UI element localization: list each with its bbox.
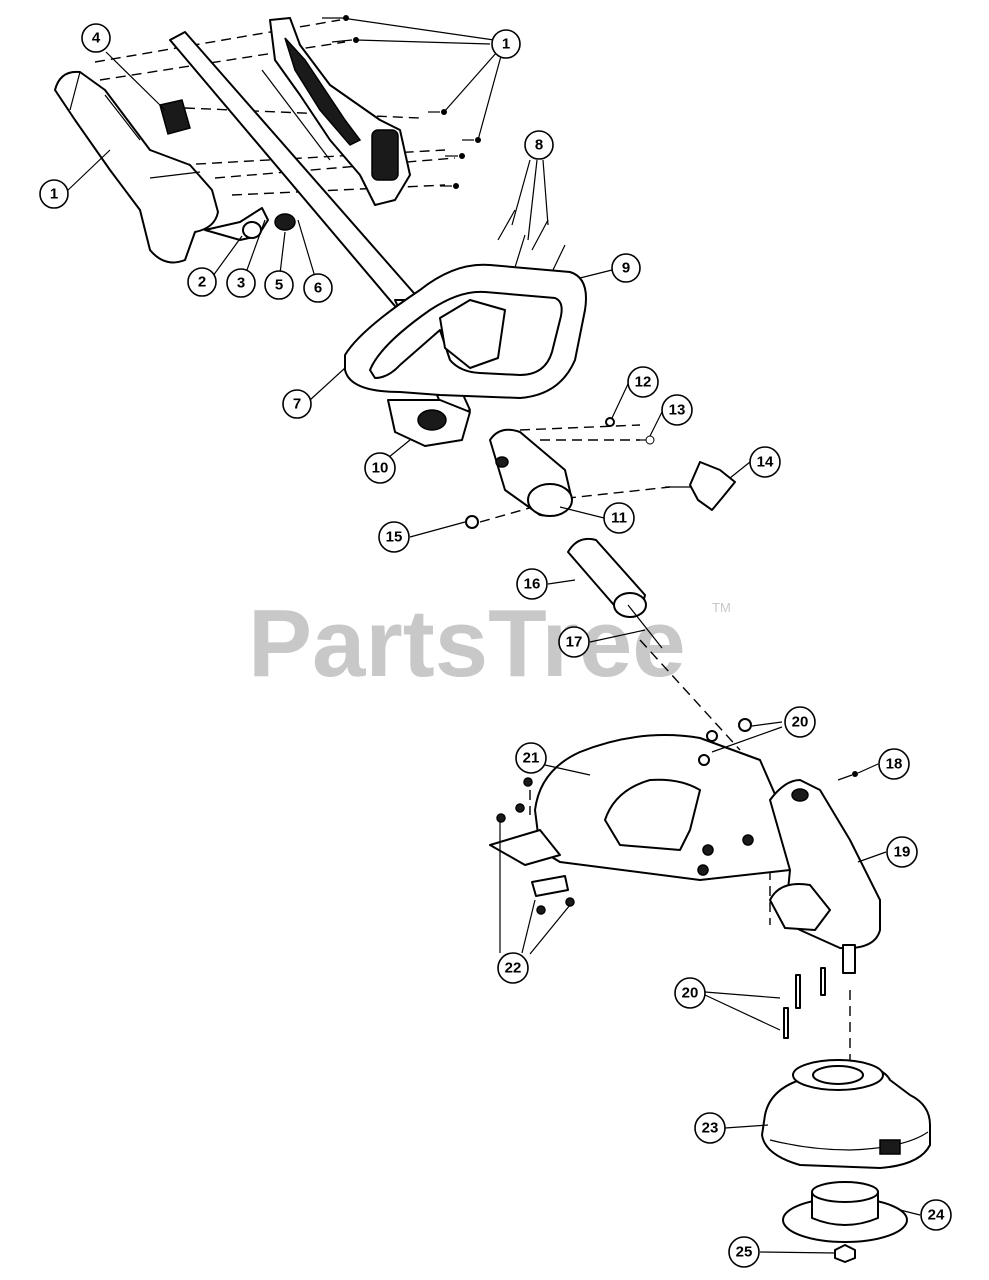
callout-15: 15 bbox=[378, 521, 410, 553]
guard bbox=[489, 734, 796, 881]
spool bbox=[782, 1181, 908, 1243]
watermark-trademark: TM bbox=[712, 600, 731, 615]
callout-6: 6 bbox=[303, 273, 333, 303]
svg-text:21: 21 bbox=[523, 750, 540, 767]
svg-text:7: 7 bbox=[293, 396, 301, 413]
callout-12: 12 bbox=[627, 366, 659, 398]
spool-housing bbox=[761, 1059, 931, 1169]
callout-18: 18 bbox=[878, 748, 910, 780]
bolt-13 bbox=[636, 435, 655, 445]
svg-text:10: 10 bbox=[372, 460, 389, 477]
nut-12 bbox=[605, 417, 615, 427]
callout-1-top: 1 bbox=[491, 29, 521, 59]
svg-text:1: 1 bbox=[502, 36, 510, 53]
screws-20-lower bbox=[783, 967, 826, 1039]
callout-11: 11 bbox=[603, 502, 635, 534]
callout-7: 7 bbox=[282, 389, 312, 419]
callout-8: 8 bbox=[524, 130, 554, 160]
svg-text:5: 5 bbox=[275, 277, 283, 294]
nuts-20-upper bbox=[698, 718, 752, 766]
callout-24: 24 bbox=[920, 1199, 952, 1231]
svg-text:18: 18 bbox=[886, 756, 903, 773]
svg-text:24: 24 bbox=[928, 1207, 945, 1224]
coupler bbox=[489, 428, 573, 517]
watermark: PartsTree TM bbox=[248, 590, 731, 697]
callouts: 1 1 4 2 3 5 6 8 9 7 10 12 13 14 11 15 16… bbox=[39, 23, 952, 1268]
callout-17: 17 bbox=[558, 626, 590, 658]
callout-13: 13 bbox=[661, 394, 693, 426]
handle-housing-right bbox=[269, 17, 411, 206]
svg-text:4: 4 bbox=[92, 30, 101, 47]
callout-10: 10 bbox=[364, 452, 396, 484]
drive-shaft bbox=[627, 604, 663, 649]
svg-text:11: 11 bbox=[611, 510, 627, 527]
spring bbox=[274, 213, 296, 231]
svg-text:12: 12 bbox=[635, 374, 652, 391]
callout-22: 22 bbox=[497, 952, 529, 984]
callout-25: 25 bbox=[728, 1236, 760, 1268]
screw-18 bbox=[837, 771, 858, 781]
svg-text:2: 2 bbox=[198, 274, 206, 291]
callout-19: 19 bbox=[886, 836, 918, 868]
svg-text:8: 8 bbox=[535, 137, 543, 154]
callout-4: 4 bbox=[81, 23, 111, 53]
svg-text:15: 15 bbox=[386, 529, 403, 546]
motor-housing bbox=[769, 779, 881, 974]
callout-5: 5 bbox=[264, 270, 294, 300]
watermark-text: PartsTree bbox=[248, 590, 686, 697]
switch bbox=[159, 99, 191, 135]
svg-text:6: 6 bbox=[314, 280, 322, 297]
callout-1-left: 1 bbox=[39, 179, 69, 209]
callout-14: 14 bbox=[749, 446, 781, 478]
auxiliary-handle bbox=[344, 263, 587, 399]
svg-text:16: 16 bbox=[524, 576, 541, 593]
svg-text:19: 19 bbox=[894, 844, 911, 861]
bracket bbox=[496, 813, 575, 915]
svg-text:17: 17 bbox=[566, 634, 583, 651]
svg-text:25: 25 bbox=[736, 1244, 753, 1261]
svg-text:13: 13 bbox=[669, 402, 686, 419]
nut-25 bbox=[834, 1244, 856, 1263]
wire bbox=[261, 69, 331, 161]
clamp bbox=[387, 399, 471, 447]
callout-3: 3 bbox=[226, 268, 256, 298]
svg-text:20: 20 bbox=[682, 985, 699, 1002]
callout-23: 23 bbox=[694, 1112, 726, 1144]
callout-20-lower: 20 bbox=[674, 977, 706, 1009]
svg-text:20: 20 bbox=[792, 714, 809, 731]
callout-21: 21 bbox=[515, 742, 547, 774]
callout-2: 2 bbox=[187, 267, 217, 297]
lower-tube bbox=[567, 537, 647, 618]
svg-text:9: 9 bbox=[622, 260, 630, 277]
svg-text:3: 3 bbox=[237, 275, 245, 292]
svg-text:1: 1 bbox=[50, 186, 58, 203]
callout-9: 9 bbox=[611, 253, 641, 283]
callout-20-upper: 20 bbox=[784, 706, 816, 738]
trigger bbox=[204, 207, 269, 241]
handle-housing-left bbox=[54, 70, 219, 264]
svg-text:14: 14 bbox=[757, 454, 774, 471]
svg-text:23: 23 bbox=[702, 1120, 719, 1137]
svg-text:22: 22 bbox=[505, 960, 522, 977]
callout-16: 16 bbox=[516, 568, 548, 600]
nut-15 bbox=[465, 515, 479, 529]
knob bbox=[665, 461, 736, 511]
